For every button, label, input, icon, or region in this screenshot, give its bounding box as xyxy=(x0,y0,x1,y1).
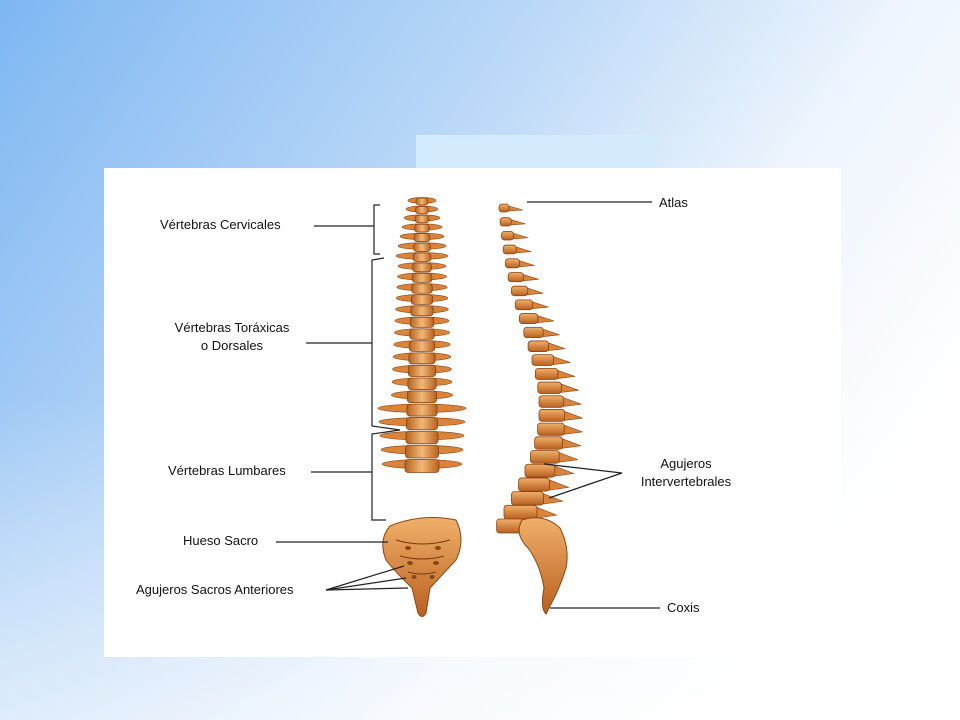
side-sacrum-bone xyxy=(518,517,568,615)
vertebra-side xyxy=(534,367,576,380)
vertebra-side xyxy=(511,285,544,297)
vertebra-front xyxy=(397,262,447,273)
vertebra-side xyxy=(514,299,549,311)
leader-lines xyxy=(276,201,660,609)
vertebra-front xyxy=(380,444,464,459)
vertebra-front xyxy=(391,377,453,390)
vertebra-side xyxy=(534,436,581,450)
label-intervertebral-line2: Intervertebrales xyxy=(640,474,732,489)
label-intervertebral-line1: Agujeros xyxy=(660,456,712,471)
vertebra-front xyxy=(397,272,447,283)
vertebra-front xyxy=(379,430,465,445)
vertebra-front xyxy=(392,364,452,377)
spine-diagram-panel: Vértebras Cervicales Vértebras Toráxicas… xyxy=(104,168,841,657)
vertebra-side xyxy=(527,340,566,352)
vertebra-front xyxy=(381,459,463,473)
vertebra-side xyxy=(511,491,564,506)
vertebra-front xyxy=(397,242,447,252)
vertebra-side xyxy=(538,409,583,422)
vertebra-front xyxy=(395,252,449,262)
vertebra-front xyxy=(378,417,466,431)
vertebra-side xyxy=(530,450,579,464)
label-sacrum: Hueso Sacro xyxy=(183,533,259,548)
vertebra-side xyxy=(519,313,554,325)
label-coccyx: Coxis xyxy=(667,600,700,615)
vertebra-side xyxy=(501,230,529,241)
front-spine xyxy=(377,197,467,473)
spine-illustration xyxy=(276,197,660,617)
vertebra-side xyxy=(502,244,532,255)
vertebra-front xyxy=(394,316,450,328)
label-cervical: Vértebras Cervicales xyxy=(160,217,281,232)
label-atlas: Atlas xyxy=(659,195,688,210)
vertebra-side xyxy=(499,217,526,227)
vertebra-side xyxy=(504,258,535,269)
vertebra-side xyxy=(498,203,524,213)
vertebra-front xyxy=(392,352,452,365)
vertebra-side xyxy=(537,422,583,436)
vertebra-side xyxy=(523,326,560,339)
vertebra-front xyxy=(396,283,448,294)
vertebra-front xyxy=(391,390,453,404)
vertebra-side xyxy=(537,381,579,394)
vertebra-side xyxy=(524,463,575,478)
vertebra-front xyxy=(393,340,451,352)
vertebra-front xyxy=(377,403,467,417)
side-spine xyxy=(496,203,583,534)
vertebra-front xyxy=(401,223,443,233)
vertebra-side xyxy=(538,395,582,408)
vertebra-front xyxy=(405,205,439,215)
vertebra-front xyxy=(399,232,445,243)
vertebra-front xyxy=(395,305,449,317)
vertebra-side xyxy=(531,354,571,366)
vertebra-front xyxy=(403,214,441,224)
label-thoracic-line2: o Dorsales xyxy=(200,338,264,353)
label-sacral-foramina: Agujeros Sacros Anteriores xyxy=(136,582,294,597)
vertebra-front xyxy=(394,328,450,340)
label-lumbar: Vértebras Lumbares xyxy=(168,463,286,478)
vertebra-front xyxy=(395,294,449,305)
label-thoracic-line1: Vértebras Toráxicas xyxy=(174,320,290,335)
sacrum-bone xyxy=(382,517,462,617)
vertebra-side xyxy=(518,477,570,492)
vertebra-front xyxy=(407,197,437,206)
vertebra-side xyxy=(503,504,558,520)
vertebra-side xyxy=(507,272,539,283)
